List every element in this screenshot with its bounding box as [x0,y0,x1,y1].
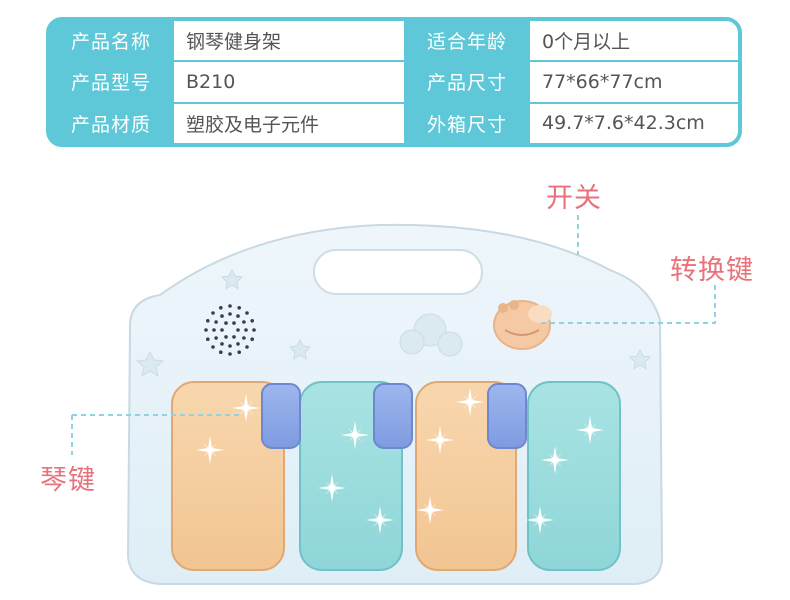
speaker-hole [237,306,241,310]
speaker-hole [228,304,232,308]
speaker-hole [236,328,240,332]
piano-key-orange-1[interactable] [171,381,285,571]
spec-value-box-size: 49.7*7.6*42.3cm [530,103,738,143]
piano-key-purple-2[interactable] [373,383,413,449]
handle-opening[interactable] [313,249,483,295]
speaker-hole [219,306,223,310]
speaker-hole [212,328,216,332]
speaker-hole [219,350,223,355]
piano-key-teal-2[interactable] [527,381,621,571]
speaker-hole [236,314,240,318]
speaker-hole [224,335,228,339]
spec-label-model: 产品型号 [50,62,172,102]
spec-label-product-name: 产品名称 [50,21,172,61]
speaker-hole [250,337,254,342]
speaker-hole [237,350,241,355]
speaker-hole [232,335,236,339]
speaker-hole [228,344,232,348]
spec-value-model: B210 [174,62,404,102]
speaker-hole [206,337,210,342]
annotation-lines [71,215,716,455]
speaker-hole [214,320,218,324]
speaker-hole [232,321,236,325]
speaker-hole [220,342,224,346]
spec-label-box-size: 外箱尺寸 [406,103,528,143]
speaker-hole [211,345,215,349]
speaker-hole [244,328,248,332]
speaker-grille [204,304,256,356]
spec-value-size: 77*66*77cm [530,62,738,102]
speaker-hole [236,342,240,346]
toggle-key-bee[interactable] [493,300,552,350]
speaker-hole [224,321,228,325]
speaker-hole [250,319,254,323]
spec-value-material: 塑胶及电子元件 [174,103,404,143]
spec-label-size: 产品尺寸 [406,62,528,102]
speaker-hole [204,328,208,332]
speaker-hole [252,328,256,332]
spec-table: 产品名称 钢琴健身架 适合年龄 0个月以上 产品型号 B210 产品尺寸 77*… [46,17,742,147]
speaker-hole [220,328,224,332]
speaker-hole [220,314,224,318]
annotation-toggle-key: 转换键 [670,255,754,286]
speaker-hole [245,311,249,315]
piano-key-purple-1[interactable] [261,383,301,449]
speaker-hole [206,319,210,323]
speaker-hole [242,320,246,324]
speaker-hole [228,352,232,356]
spec-value-age: 0个月以上 [530,21,738,61]
speaker-hole [214,336,218,340]
spec-value-product-name: 钢琴健身架 [174,21,404,61]
spec-label-age: 适合年龄 [406,21,528,61]
decor-stars [135,268,652,378]
piano-key-purple-3[interactable] [487,383,527,449]
speaker-hole [245,345,249,349]
annotation-piano-keys: 琴键 [40,465,96,496]
speaker-hole [211,311,215,315]
spec-label-material: 产品材质 [50,103,172,143]
speaker-hole [228,312,232,316]
speaker-hole [242,336,246,340]
annotation-switch: 开关 [546,183,602,214]
